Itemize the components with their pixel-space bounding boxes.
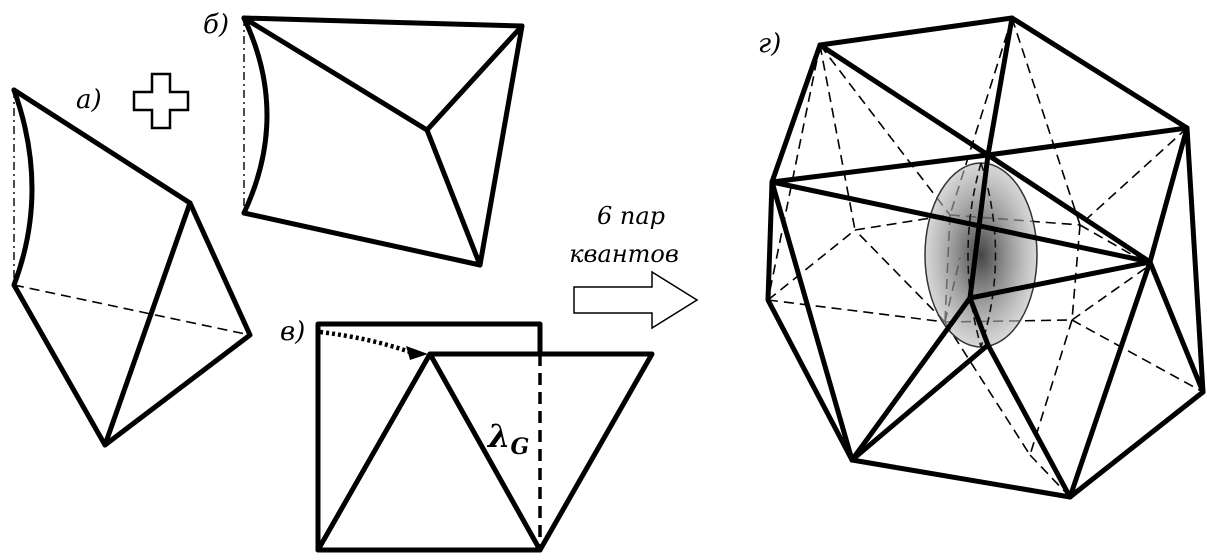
block-arrow-icon xyxy=(573,270,699,330)
panel-b-inner-edge-1 xyxy=(241,15,430,133)
panel-g-visible-edges xyxy=(765,15,1206,500)
panel-g-ellipsoid-meridian-1 xyxy=(967,162,982,348)
panel-g-figure: г) xyxy=(758,15,1206,500)
panel-v-shift-arrow xyxy=(319,329,411,355)
arrow-caption-line2: квантов xyxy=(569,240,679,268)
panel-v-figure: λG в) xyxy=(280,317,655,553)
panel-b-label: б) xyxy=(203,10,229,40)
panel-v-inner-edge xyxy=(427,351,543,553)
panel-v-lambda-symbol: λ xyxy=(486,417,510,455)
panel-v-label: в) xyxy=(280,317,305,347)
panel-v-lambda-subscript: G xyxy=(510,434,529,460)
panel-a-figure: а) xyxy=(11,85,253,448)
panel-b-curved-edge xyxy=(241,15,270,216)
panel-a-curved-edge xyxy=(11,87,35,288)
panel-g-label: г) xyxy=(758,29,781,59)
panel-a-inner-edge xyxy=(102,200,193,448)
panel-a-label: а) xyxy=(76,85,102,115)
panel-v-arrow-head-icon xyxy=(406,346,428,360)
plus-icon xyxy=(132,72,190,130)
panel-b-inner-edge-3 xyxy=(424,127,483,268)
panel-b-outline xyxy=(241,15,525,268)
panel-a-hidden-edge xyxy=(13,284,251,336)
transition-arrow: 6 пар квантов xyxy=(569,202,699,330)
panel-g-ellipsoid-meridian-2 xyxy=(980,162,997,348)
panel-b-figure: б) xyxy=(203,10,525,268)
panel-a-outline xyxy=(11,87,253,448)
arrow-caption-line1: 6 пар xyxy=(597,202,665,230)
panel-v-lambda-label: λG xyxy=(486,417,529,460)
panel-b-inner-edge-2 xyxy=(424,23,525,133)
